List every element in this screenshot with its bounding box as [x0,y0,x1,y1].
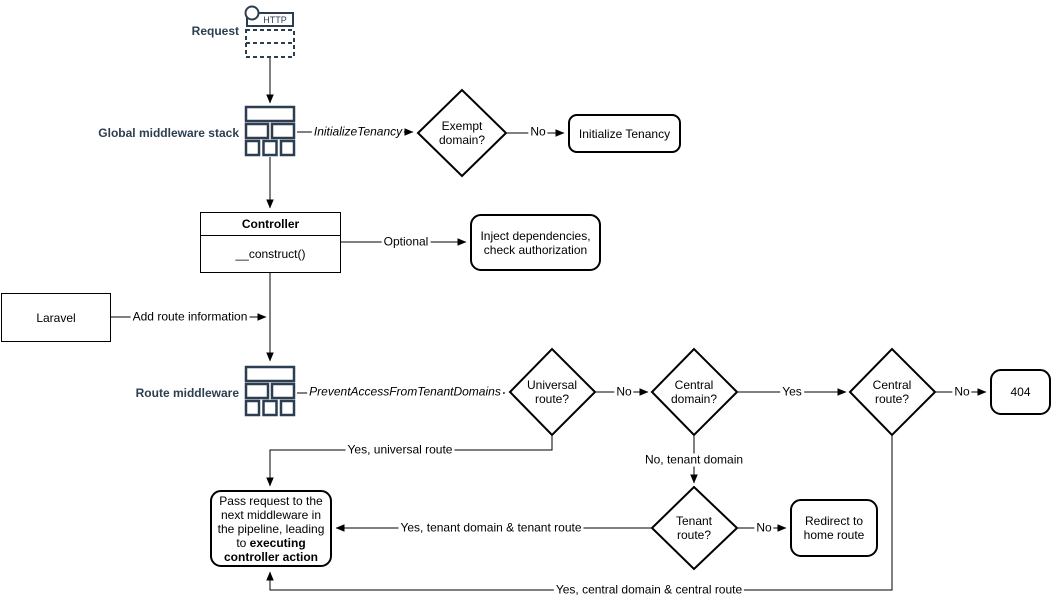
edge-label-initialize-tenancy: InitializeTenancy [311,124,405,139]
inject-dependencies-node: Inject dependencies, check authorization [470,214,601,271]
pass-request-node: Pass request to the next middleware in t… [210,490,332,567]
edge-label-no-tenant-domain: No, tenant domain [642,452,746,467]
pass-request-text-bold: executing controller action [223,535,318,564]
edge-label-yes-tenant-domain-route: Yes, tenant domain & tenant route [398,520,584,535]
request-label: Request [191,24,239,38]
laravel-node: Laravel [1,293,111,342]
global-middleware-stack-icon [244,105,296,157]
edge-label-yes-universal-route: Yes, universal route [345,442,455,457]
redirect-home-node: Redirect to home route [790,499,878,557]
inject-dependencies-text: Inject dependencies, check authorization [480,228,591,257]
edge-label-universal-no: No [614,384,634,399]
edge-label-yes-central-domain-route: Yes, central domain & central route [553,582,745,597]
universal-route-diamond [508,347,597,437]
decision-diamonds [416,88,937,571]
controller-title: Controller [201,213,340,236]
pass-request-text-normal: Pass request to the next middleware in t… [217,493,325,550]
pass-request-text: Pass request to the next middleware in t… [214,494,328,564]
laravel-text: Laravel [36,310,76,325]
tenant-route-diamond [650,485,739,571]
edge-label-central-route-no: No [952,384,972,399]
route-middleware-stack-icon [244,365,296,417]
central-domain-diamond [650,347,739,437]
tenant-route-label: Tenant route? [675,514,713,542]
controller-node: Controller __construct() [200,212,341,273]
redirect-home-text: Redirect to home route [803,514,865,542]
exempt-domain-label: Exempt domain? [438,119,486,147]
http-icon-label: HTTP [263,15,287,25]
not-found-text: 404 [1010,385,1031,399]
central-route-label: Central route? [872,378,912,406]
exempt-domain-diamond [416,88,508,178]
central-route-diamond [848,347,937,437]
edge-label-exempt-no: No [528,124,548,139]
edge-label-optional: Optional [381,234,431,249]
http-request-icon: HTTP [244,5,295,58]
initialize-tenancy-node: Initialize Tenancy [568,114,681,153]
universal-route-label: Universal route? [526,378,577,406]
central-domain-label: Central domain? [670,378,718,406]
global-middleware-stack-label: Global middleware stack [98,126,239,140]
not-found-node: 404 [990,369,1051,415]
initialize-tenancy-text: Initialize Tenancy [578,126,671,141]
edge-label-add-route-information: Add route information [130,309,250,324]
edge-label-central-domain-yes: Yes [780,384,804,399]
controller-method: __construct() [235,247,306,261]
route-middleware-label: Route middleware [135,386,239,400]
edge-label-prevent-access: PreventAccessFromTenantDomains [307,384,503,399]
edge-label-tenant-route-no: No [754,520,774,535]
